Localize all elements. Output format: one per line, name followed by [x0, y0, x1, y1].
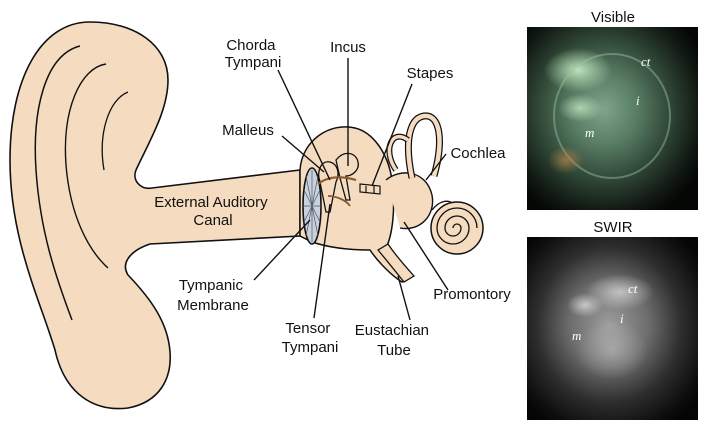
visible-panel-title: Visible: [591, 9, 635, 26]
label-external-auditory-canal: External Auditory Canal: [154, 194, 272, 229]
swir-annotation-ct: ct: [628, 281, 638, 296]
diagram-labels: Chorda Tympani Incus Stapes Malleus Coch…: [154, 37, 511, 359]
leader-tympanic-membrane: [253, 219, 311, 281]
visible-highlight-center: [558, 94, 602, 122]
visible-highlight-warm: [548, 146, 584, 174]
visible-highlight-ring: [553, 53, 671, 179]
swir-panel-title: SWIR: [593, 219, 632, 236]
auricle-fold-concha: [101, 91, 129, 171]
label-tympanic-membrane: Tympanic Membrane: [177, 277, 249, 314]
label-incus: Incus: [330, 39, 366, 56]
swir-highlight-left: [567, 293, 603, 317]
cochlea-spiral: [436, 207, 478, 245]
cochlea-neck: [431, 200, 453, 211]
malleus-shape: [318, 161, 339, 213]
label-chorda-tympani: Chorda Tympani: [225, 37, 282, 71]
swir-panel: SWIR ct i m: [527, 219, 698, 420]
promontory-shape: [385, 172, 434, 230]
swir-highlight-upper: [586, 274, 654, 310]
swir-annotation-m: m: [572, 328, 581, 343]
incus-shape: [335, 152, 359, 201]
leader-tensor-tympani: [313, 203, 331, 319]
chorda-tympani-nerve: [317, 176, 357, 185]
auricle: [9, 21, 301, 410]
auricle-fold-outer: [34, 45, 81, 321]
stapes-shape: [359, 183, 381, 195]
label-tensor-tympani: Tensor Tympani: [282, 320, 339, 356]
leader-malleus: [281, 135, 325, 173]
eustachian-tube-shape: [377, 243, 416, 283]
label-eustachian-tube: Eustachian Tube: [355, 322, 433, 359]
leader-lines: [253, 58, 449, 321]
semicircular-canal-superior-fill: [406, 113, 442, 179]
leader-promontory: [403, 221, 449, 291]
label-promontory: Promontory: [433, 286, 511, 303]
leader-chorda-tympani: [277, 69, 331, 181]
label-cochlea: Cochlea: [450, 145, 506, 162]
visible-annotation-ct: ct: [641, 54, 651, 69]
tensor-tympani-muscle: [327, 195, 351, 207]
swir-highlight-lower: [576, 320, 648, 380]
leader-cochlea: [425, 153, 447, 181]
ear-illustration: [9, 21, 484, 410]
tympanic-membrane-ribs: [303, 170, 321, 242]
visible-annotation-i: i: [636, 93, 640, 108]
semicircular-canal-posterior-fill: [387, 134, 410, 172]
visible-panel: Visible ct i m: [527, 9, 698, 210]
label-malleus: Malleus: [222, 122, 274, 139]
visible-highlight-upper: [544, 48, 612, 92]
label-stapes: Stapes: [407, 65, 454, 82]
leader-eustachian-tube: [397, 275, 411, 321]
cochlea-body: [430, 201, 484, 255]
auricle-fold-inner: [64, 63, 109, 269]
leader-stapes: [371, 83, 413, 187]
visible-annotation-m: m: [585, 125, 594, 140]
swir-annotation-i: i: [620, 311, 624, 326]
